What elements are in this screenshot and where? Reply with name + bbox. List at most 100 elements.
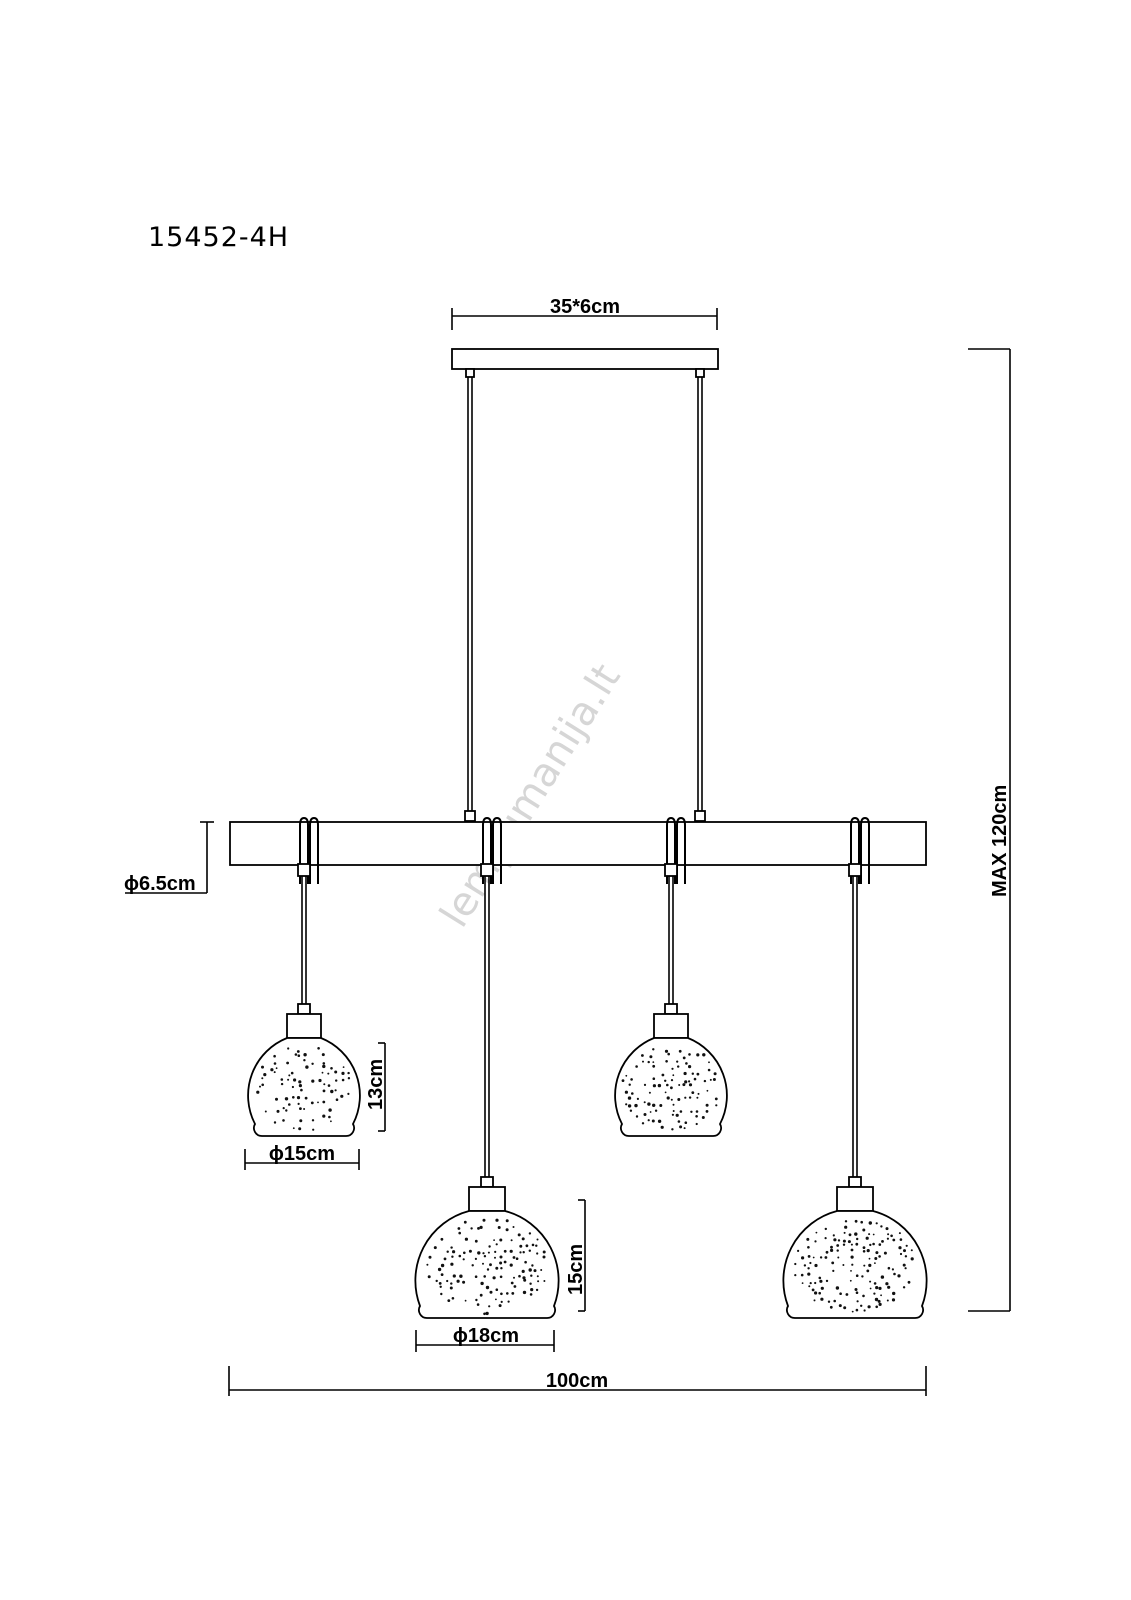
perforation-dot: [488, 1305, 491, 1308]
perforation-dot: [647, 1102, 651, 1106]
max-height-dimension: MAX 120cm: [968, 348, 1011, 1312]
perforation-dot: [328, 1108, 332, 1112]
perforation-dot: [273, 1121, 277, 1124]
perforation-dot: [688, 1065, 692, 1069]
small-shade-height-label: 13cm: [365, 1059, 387, 1110]
perforation-dot: [447, 1299, 451, 1302]
perforation-dot: [820, 1286, 824, 1290]
perforation-dot: [297, 1102, 300, 1105]
perforation-dot: [860, 1220, 863, 1224]
perforation-dot: [286, 1061, 289, 1065]
perforation-dot: [515, 1257, 519, 1260]
perforation-dot: [881, 1240, 884, 1243]
perforation-dot: [303, 1108, 306, 1110]
perforation-dot: [535, 1288, 539, 1292]
perforation-dot: [833, 1299, 836, 1303]
perforation-dot: [275, 1067, 278, 1070]
perforation-dot: [311, 1079, 315, 1083]
perforation-dot: [643, 1083, 647, 1086]
perforation-dot: [850, 1255, 854, 1259]
perforation-dot: [874, 1262, 876, 1264]
perforation-dot: [543, 1280, 546, 1282]
perforation-dot: [670, 1086, 673, 1090]
perforation-dot: [322, 1089, 326, 1093]
perforation-dot: [851, 1310, 854, 1313]
perforation-dot: [818, 1276, 822, 1280]
perforation-dot: [709, 1078, 712, 1081]
perforation-dot: [807, 1272, 811, 1276]
perforation-dot: [523, 1278, 527, 1282]
perforation-dot: [838, 1304, 842, 1308]
perforation-dot: [701, 1116, 705, 1119]
perforation-dot: [814, 1291, 818, 1295]
perforation-dot: [809, 1261, 812, 1265]
perforation-dot: [270, 1068, 274, 1072]
perforation-dot: [866, 1269, 870, 1273]
perforation-dot: [261, 1077, 264, 1080]
perforation-dot: [529, 1282, 532, 1285]
perforation-dot: [512, 1226, 515, 1228]
perforation-dot: [321, 1071, 324, 1074]
perforation-dot: [877, 1299, 881, 1303]
perforation-dot: [862, 1228, 866, 1232]
perforation-dot: [305, 1065, 309, 1069]
perforation-dot: [513, 1285, 517, 1288]
perforation-dot: [688, 1080, 691, 1083]
perforation-dot: [868, 1257, 871, 1260]
perforation-dot: [705, 1110, 709, 1113]
perforation-dot: [629, 1109, 633, 1112]
perforation-dot: [829, 1305, 833, 1309]
perforation-dot: [335, 1079, 338, 1082]
perforation-dot: [695, 1115, 698, 1118]
pendant-shade-large-left: [414, 1176, 560, 1319]
perforation-dot: [835, 1286, 840, 1290]
perforation-dot: [869, 1287, 872, 1290]
perforation-dot: [708, 1061, 710, 1064]
perforation-dot: [463, 1251, 466, 1255]
perforation-dot: [433, 1246, 437, 1250]
perforation-dot: [482, 1218, 486, 1222]
perforation-dot: [450, 1246, 453, 1249]
perforation-dot: [522, 1290, 527, 1295]
perforation-dot: [500, 1300, 503, 1303]
perforation-dot: [522, 1251, 525, 1254]
perforation-dot: [684, 1096, 687, 1099]
perforation-dot: [505, 1219, 509, 1223]
perforation-dot: [347, 1077, 351, 1080]
perforation-dot: [510, 1239, 513, 1242]
perforation-dot: [474, 1239, 478, 1243]
perforation-dot: [475, 1298, 478, 1302]
perforation-dot: [664, 1091, 667, 1094]
perforation-dot: [327, 1072, 330, 1075]
perforation-dot: [642, 1060, 644, 1063]
perforation-dot: [863, 1309, 866, 1312]
perforation-dot: [860, 1304, 863, 1308]
perforation-dot: [489, 1290, 493, 1294]
perforation-dot: [535, 1244, 538, 1247]
perforation-dot: [867, 1305, 871, 1309]
perforation-dot: [648, 1091, 651, 1094]
perforation-dot: [312, 1128, 315, 1131]
perforation-dot: [878, 1302, 882, 1306]
perforation-dot: [647, 1060, 650, 1064]
perforation-dot: [296, 1050, 300, 1053]
perforation-dot: [878, 1286, 882, 1290]
perforation-dot: [624, 1090, 629, 1094]
perforation-dot: [487, 1251, 490, 1254]
perforation-dot: [679, 1110, 683, 1113]
perforation-dot: [322, 1062, 326, 1065]
perforation-dot: [886, 1299, 889, 1302]
perforation-dot: [691, 1072, 694, 1075]
perforation-dot: [856, 1300, 859, 1303]
perforation-dot: [813, 1299, 816, 1302]
perforation-dot: [893, 1272, 896, 1276]
perforation-dot: [814, 1263, 818, 1268]
perforation-dot: [843, 1231, 846, 1234]
perforation-dot: [440, 1292, 443, 1296]
perforation-dot: [437, 1267, 442, 1272]
perforation-dot: [440, 1263, 445, 1268]
perforation-dot: [495, 1266, 499, 1270]
perforation-dot: [887, 1266, 891, 1270]
perforation-dot: [850, 1243, 853, 1246]
perforation-dot: [494, 1256, 496, 1259]
